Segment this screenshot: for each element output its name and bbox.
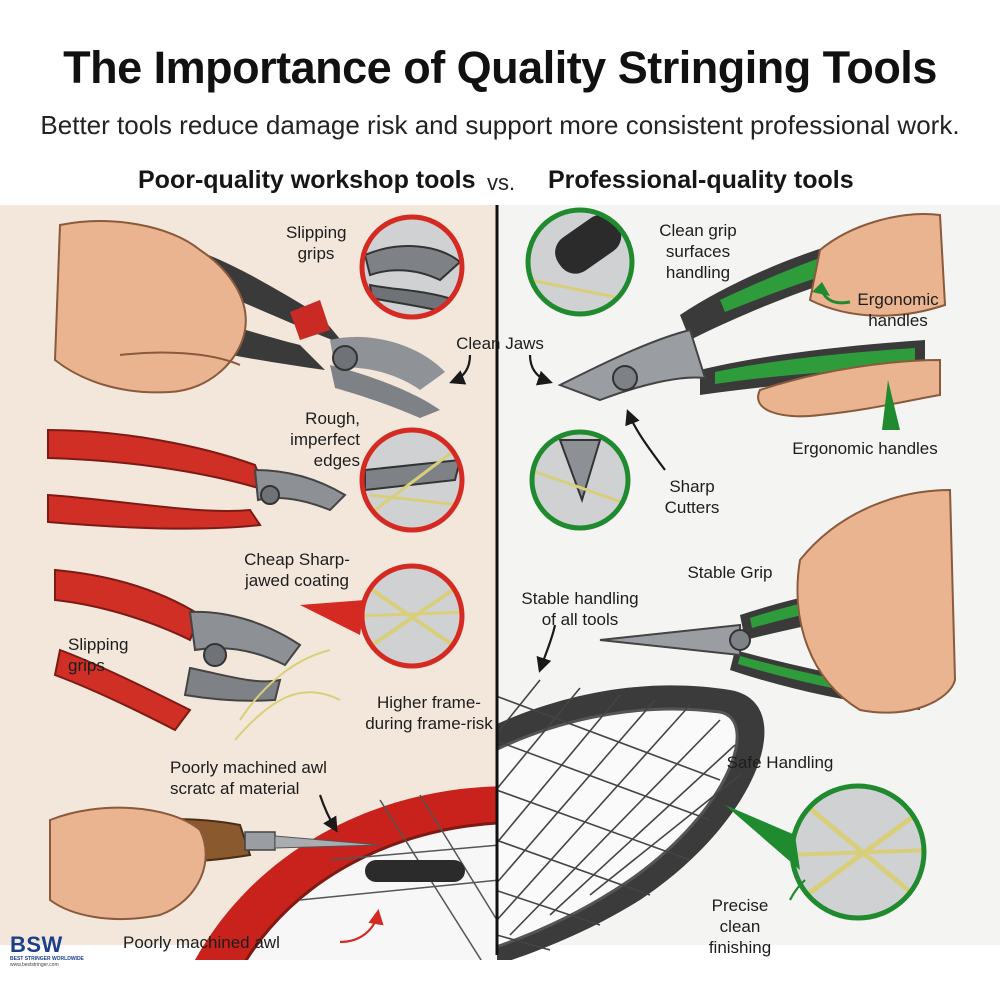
hand-top-left (53, 220, 247, 394)
brand-url: www.beststringer.com (10, 962, 59, 968)
label-stable-grip: Stable Grip (687, 563, 773, 582)
label-stable-handling: Stable handling of all tools (521, 589, 639, 629)
arrow-precise-dot (789, 879, 806, 901)
brand-logo: BSW BEST STRINGER WORLDWIDE www.beststri… (10, 932, 90, 968)
page-subtitle: Better tools reduce damage risk and supp… (40, 110, 960, 140)
right-column-heading: Professional-quality tools (548, 166, 854, 194)
label-slipping-grips-mid: Slipping grips (68, 635, 129, 675)
label-slipping-grips-top: Slipping grips (286, 223, 347, 263)
detail-circle-frame-risk (300, 563, 465, 669)
red-pliers-lower (53, 568, 341, 741)
arrow-stable-handling (536, 624, 557, 673)
label-higher-frame-risk: Higher frame- during frame-risk (365, 693, 493, 733)
arrow-ergonomic-mid (882, 380, 900, 430)
versus-label: vs. (487, 170, 516, 195)
page-title: The Importance of Quality Stringing Tool… (63, 42, 937, 93)
arrow-poor-awl (339, 908, 384, 944)
label-poor-awl-scratch: Poorly machined awl scratc af material (170, 758, 327, 798)
red-pliers-middle (47, 428, 347, 530)
detail-circle-precise-finishing (725, 783, 927, 921)
label-sharp-cutters: Sharp Cutters (664, 477, 720, 517)
arrow-clean-jaws-right (528, 354, 553, 386)
label-rough-edges: Rough, imperfect edges (290, 409, 360, 470)
hand-top-right (757, 213, 947, 418)
label-cheap-coating: Cheap Sharp- jawed coating (244, 550, 350, 590)
label-clean-jaws: Clean Jaws (456, 334, 544, 353)
label-safe-handling: Safe Handling (726, 753, 834, 772)
label-precise-finishing: Precise clean finishing (708, 896, 772, 957)
detail-circle-clean-grip (525, 207, 635, 317)
detail-circle-sharp-cutters (529, 429, 631, 531)
arrow-ergonomic-top (812, 282, 851, 305)
label-clean-grip: Clean grip surfaces handling (659, 221, 737, 282)
left-column-heading: Poor-quality workshop tools (138, 166, 476, 194)
brand-tagline: BEST STRINGER WORLDWIDE (10, 956, 84, 962)
hand-awl (49, 806, 207, 921)
arrow-awl-scratch (318, 794, 338, 833)
racket-frame-right (497, 679, 765, 960)
hand-lower-right (796, 488, 957, 714)
label-ergonomic-top: Ergonomic handles (857, 290, 939, 330)
arrow-sharp-cutters (625, 409, 666, 471)
brand-name: BSW (10, 932, 63, 957)
detail-circle-slipping-grips (359, 214, 465, 320)
detail-circle-rough-edges (359, 427, 465, 533)
racket-frame-left (195, 786, 497, 960)
label-poor-awl: Poorly machined awl (123, 933, 280, 952)
label-ergonomic-mid: Ergonomic handles (792, 439, 938, 458)
arrow-clean-jaws-left (449, 354, 472, 385)
